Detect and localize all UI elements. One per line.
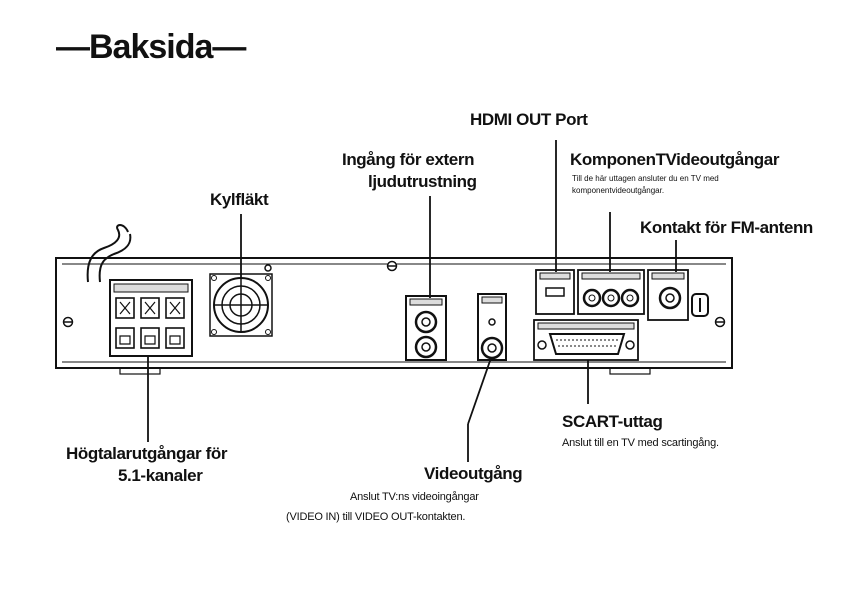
speaker-terminals <box>109 279 193 357</box>
scart-note: Anslut till en TV med scartingång. <box>562 437 719 449</box>
speaker-label-line1: Högtalarutgångar för <box>66 444 228 463</box>
speaker-label-line2: 5.1-kanaler <box>118 466 203 485</box>
component-note-line1: Till de här uttagen ansluter du en TV me… <box>572 174 719 183</box>
video-out-label: Videoutgång <box>424 464 523 483</box>
component-video-jacks <box>577 269 645 315</box>
hdmi-label: HDMI OUT Port <box>470 110 588 129</box>
page-title: —Baksida— <box>56 28 246 66</box>
component-note-line2: komponentvideoutgångar. <box>572 186 665 195</box>
aux-input-label-line1: Ingång för extern <box>342 150 475 169</box>
component-label: KomponenTVideoutgångar <box>570 150 780 169</box>
fan-label: Kylfläkt <box>210 190 269 209</box>
fm-antenna-jack <box>647 269 709 321</box>
aux-input-jacks <box>405 295 447 361</box>
callout-lines <box>147 140 677 462</box>
screw-icons <box>62 260 726 328</box>
video-note-line1: Anslut TV:ns videoingångar <box>350 491 479 503</box>
cooling-fan-icon <box>209 273 273 337</box>
hdmi-port <box>535 269 575 315</box>
video-note-line2: (VIDEO IN) till VIDEO OUT-kontakten. <box>286 511 466 523</box>
fm-label: Kontakt för FM-antenn <box>640 218 813 237</box>
video-out-jack <box>477 293 507 361</box>
scart-connector <box>533 319 639 361</box>
power-cord <box>86 224 132 283</box>
aux-input-label-line2: ljudutrustning <box>368 172 477 191</box>
scart-label: SCART-uttag <box>562 412 663 431</box>
